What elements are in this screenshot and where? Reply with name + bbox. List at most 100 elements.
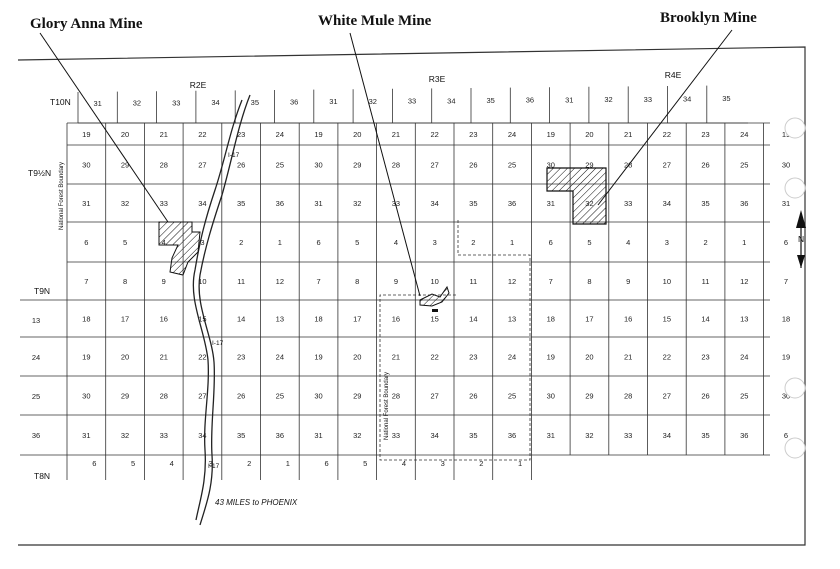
section-number: 31 — [547, 431, 555, 440]
section-number: 33 — [624, 199, 632, 208]
section-number: 6 — [784, 431, 788, 440]
binder-hole-1 — [784, 117, 806, 139]
section-number: 17 — [353, 315, 361, 324]
range-label-r2e: R2E — [190, 80, 207, 90]
section-number: 28 — [160, 392, 168, 401]
top-strip-section: 36 — [290, 98, 298, 107]
section-number: 25 — [740, 161, 748, 170]
top-strip-section: 33 — [408, 97, 416, 106]
section-number: 5 — [587, 238, 591, 247]
section-number: 33 — [160, 199, 168, 208]
section-number: 36 — [276, 431, 284, 440]
section-number: 23 — [237, 353, 245, 362]
section-number: 15 — [663, 315, 671, 324]
forest-boundary-label-1: National Forest Boundary — [59, 162, 65, 230]
north-letter: N — [798, 234, 804, 244]
bottom-row-section: 4 — [402, 459, 406, 468]
section-number: 20 — [121, 130, 129, 139]
section-number: 9 — [626, 277, 630, 286]
section-number: 25 — [740, 392, 748, 401]
township-label-t10n: T10N — [50, 97, 71, 107]
section-number: 33 — [392, 431, 400, 440]
section-number: 36 — [508, 199, 516, 208]
section-number: 30 — [82, 392, 90, 401]
left-section-25: 25 — [32, 392, 40, 401]
section-number: 30 — [782, 392, 790, 401]
section-number: 1 — [742, 238, 746, 247]
bottom-row-section: 1 — [286, 459, 290, 468]
section-number: 19 — [314, 130, 322, 139]
brooklyn-mine-label: Brooklyn Mine — [660, 10, 757, 26]
section-number: 3 — [433, 238, 437, 247]
section-number: 20 — [121, 353, 129, 362]
section-number: 30 — [314, 161, 322, 170]
left-section-13: 13 — [32, 316, 40, 325]
section-number: 15 — [198, 315, 206, 324]
section-number: 33 — [624, 431, 632, 440]
section-number: 15 — [430, 315, 438, 324]
section-number: 23 — [469, 353, 477, 362]
creek — [198, 94, 251, 526]
section-number: 24 — [740, 353, 748, 362]
section-number: 22 — [430, 353, 438, 362]
section-number: 3 — [200, 238, 204, 247]
section-number: 6 — [316, 238, 320, 247]
glory-anna-leader — [39, 32, 169, 223]
section-number: 18 — [314, 315, 322, 324]
bottom-row-section: 1 — [518, 459, 522, 468]
section-number: 18 — [782, 315, 790, 324]
section-number: 24 — [276, 353, 284, 362]
section-number: 31 — [314, 199, 322, 208]
binder-hole-3 — [784, 377, 806, 399]
section-number: 8 — [587, 277, 591, 286]
section-number: 16 — [624, 315, 632, 324]
binder-hole-2 — [784, 177, 806, 199]
township-label-t8n: T8N — [34, 471, 50, 481]
forest-boundary-dashed — [379, 220, 531, 461]
section-number: 8 — [123, 277, 127, 286]
top-strip-section: 35 — [486, 96, 494, 105]
section-number: 22 — [430, 130, 438, 139]
top-strip-section: 34 — [211, 98, 219, 107]
section-number: 20 — [585, 353, 593, 362]
top-strip-section: 32 — [133, 99, 141, 108]
section-number: 34 — [198, 431, 206, 440]
map-frame — [17, 46, 806, 546]
section-number: 27 — [198, 161, 206, 170]
section-number: 32 — [585, 431, 593, 440]
section-number: 30 — [782, 161, 790, 170]
section-number: 16 — [392, 315, 400, 324]
section-number: 30 — [547, 392, 555, 401]
section-number: 28 — [392, 161, 400, 170]
section-number: 19 — [314, 353, 322, 362]
section-number: 26 — [237, 161, 245, 170]
top-strip-section: 32 — [369, 97, 377, 106]
section-number: 14 — [469, 315, 477, 324]
section-number: 18 — [82, 315, 90, 324]
section-number: 32 — [353, 431, 361, 440]
section-number: 31 — [82, 431, 90, 440]
white-mule-mine-area — [419, 285, 450, 307]
bottom-row-section: 5 — [363, 459, 367, 468]
section-number: 10 — [430, 277, 438, 286]
bottom-row-section: 6 — [324, 459, 328, 468]
section-number: 29 — [353, 161, 361, 170]
bottom-row-section: 3 — [208, 459, 212, 468]
section-number: 35 — [469, 431, 477, 440]
white-mule-leader — [349, 32, 421, 297]
brooklyn-leader — [597, 29, 733, 206]
white-mule-mine-mark — [432, 309, 438, 312]
section-number: 34 — [198, 199, 206, 208]
section-number: 36 — [276, 199, 284, 208]
section-number: 24 — [508, 130, 516, 139]
highway-label-1: I-17 — [228, 152, 240, 159]
section-number: 17 — [585, 315, 593, 324]
section-number: 27 — [663, 392, 671, 401]
bottom-row-section: 6 — [92, 459, 96, 468]
section-number: 27 — [430, 392, 438, 401]
section-number: 2 — [703, 238, 707, 247]
section-number: 27 — [198, 392, 206, 401]
bottom-row-section: 5 — [131, 459, 135, 468]
section-number: 9 — [394, 277, 398, 286]
